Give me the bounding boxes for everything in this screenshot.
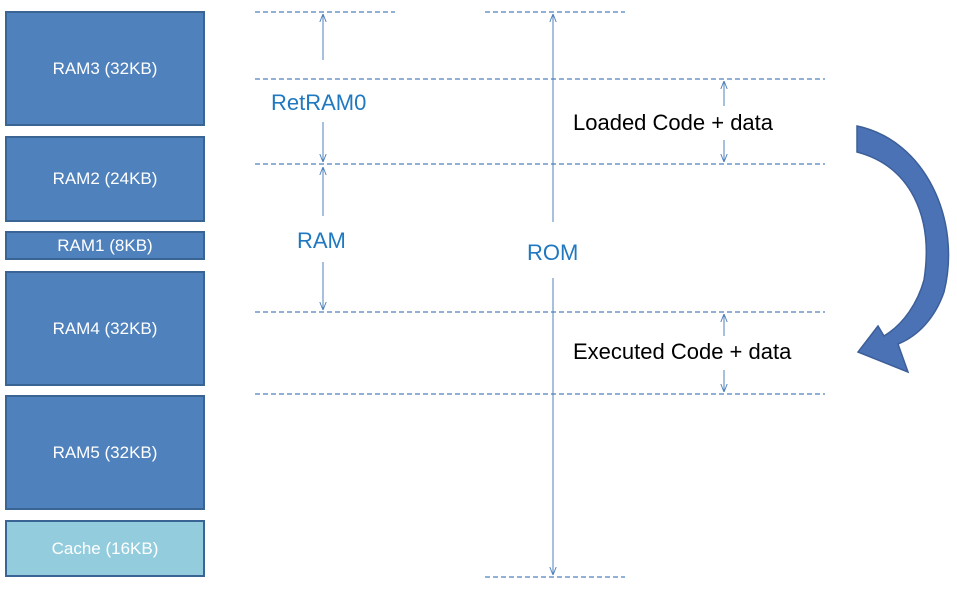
memory-block-ram5: RAM5 (32KB) [5, 395, 205, 510]
memory-block-label: RAM4 (32KB) [52, 318, 158, 338]
memory-block-label: RAM5 (32KB) [52, 442, 158, 462]
memory-block-label: RAM3 (32KB) [52, 58, 158, 78]
memory-block-ram4: RAM4 (32KB) [5, 271, 205, 386]
retram0-label: RetRAM0 [271, 90, 367, 115]
rom-label: ROM [527, 240, 579, 265]
memory-block-ram3: RAM3 (32KB) [5, 11, 205, 126]
memory-block-label: Cache (16KB) [51, 538, 159, 558]
executed-code-label: Executed Code + data [573, 339, 792, 364]
loaded-code-label: Loaded Code + data [573, 110, 774, 135]
memory-block-label: RAM1 (8KB) [57, 235, 153, 255]
memory-block-ram2: RAM2 (24KB) [5, 136, 205, 222]
memory-block-ram1: RAM1 (8KB) [5, 231, 205, 260]
ram-label: RAM [297, 228, 346, 253]
memory-block-cache: Cache (16KB) [5, 520, 205, 577]
curved-arrow [856, 125, 950, 374]
memory-block-label: RAM2 (24KB) [52, 169, 158, 188]
